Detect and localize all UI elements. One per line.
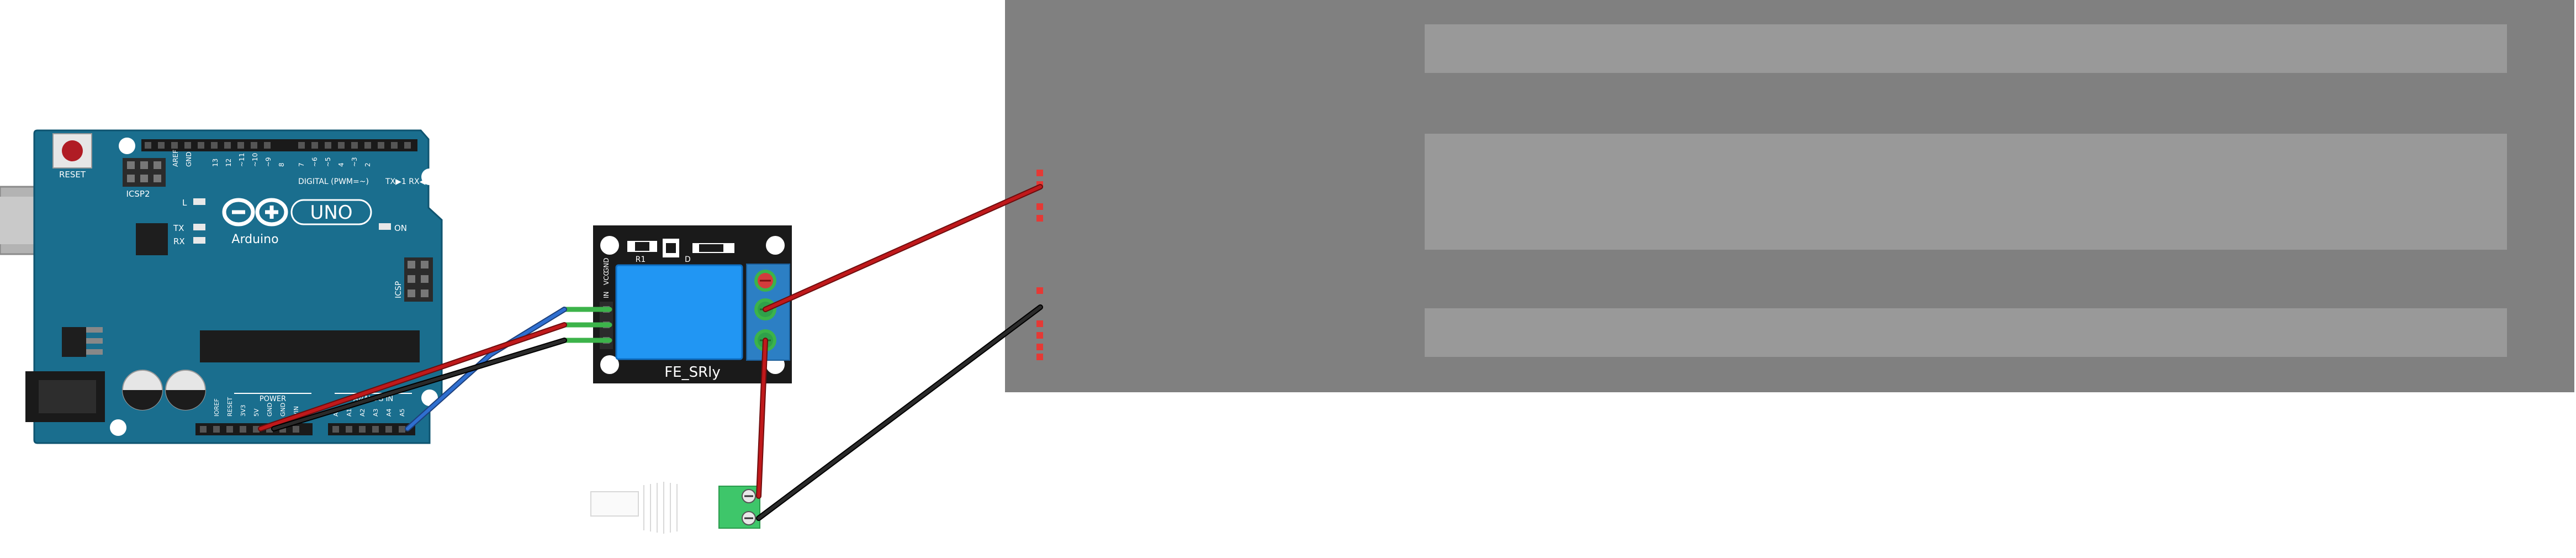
led-rx <box>193 237 205 244</box>
digital-label: DIGITAL (PWM=~) <box>298 177 369 186</box>
mounting-hole <box>600 236 619 255</box>
svg-text:4: 4 <box>337 162 345 167</box>
svg-text:~10: ~10 <box>251 153 259 167</box>
panel-stripe-top <box>1425 24 2507 73</box>
mounting-hole <box>119 138 135 154</box>
panel-stripe-bottom <box>1425 308 2507 357</box>
rx-label: RX <box>173 236 185 246</box>
uno-badge <box>290 199 372 225</box>
svg-text:RESET: RESET <box>226 397 234 417</box>
svg-text:~9: ~9 <box>265 157 272 167</box>
svg-text:A1: A1 <box>346 408 353 417</box>
arduino-uno-board[interactable]: RESET ICSP2 AREF GND 13 12 ~11 ~10 ~9 <box>0 129 443 444</box>
d-label: D <box>685 255 691 264</box>
power-label: POWER <box>260 395 286 403</box>
digital-header <box>141 139 417 151</box>
icsp-header <box>404 257 433 302</box>
reset-label: RESET <box>59 170 86 180</box>
panel-connector-lower[interactable] <box>1036 287 1043 360</box>
r1-label: R1 <box>636 255 646 264</box>
voltage-regulator <box>62 327 103 357</box>
svg-text:A5: A5 <box>399 408 406 417</box>
reset-button[interactable] <box>52 133 92 169</box>
mounting-hole <box>766 236 785 255</box>
mounting-hole <box>600 355 619 374</box>
icsp2-label: ICSP2 <box>126 189 150 199</box>
power-pin-labels: IOREF RESET 3V3 5V GND GND VIN <box>213 397 300 417</box>
svg-text:~6: ~6 <box>311 157 319 167</box>
svg-text:13: 13 <box>211 159 219 167</box>
wire-5v[interactable] <box>259 323 566 430</box>
tx-label: TX <box>173 223 184 233</box>
wire-signal[interactable] <box>406 308 566 430</box>
svg-text:A2: A2 <box>359 408 366 417</box>
relay-module[interactable]: R1 D IN VCC GND FE_SRly <box>593 225 792 383</box>
svg-text:~11: ~11 <box>238 153 246 167</box>
analog-header <box>328 423 415 435</box>
wire-gnd[interactable] <box>272 339 566 430</box>
relay-screw-terminal[interactable] <box>746 264 790 361</box>
relay-label: FE_SRly <box>664 364 721 381</box>
wire-terminal-to-panel[interactable] <box>757 306 1042 520</box>
wire-relay-to-panel[interactable] <box>764 185 1042 311</box>
svg-text:3V3: 3V3 <box>240 404 247 417</box>
relay-pin-label-in: IN <box>602 291 610 298</box>
capacitor <box>122 370 163 410</box>
digital-pin-labels: AREF GND 13 12 ~11 ~10 ~9 8 7 ~6 ~5 4 ~3… <box>172 150 372 167</box>
relay-pin-label-gnd: GND <box>602 257 610 273</box>
arduino-logo-icon <box>222 198 288 227</box>
arduino-brand-label: Arduino <box>231 233 278 246</box>
faint-component <box>590 482 678 534</box>
uno-label: UNO <box>310 202 352 224</box>
wires <box>258 184 1043 521</box>
wire-relay-to-terminal[interactable] <box>757 339 767 498</box>
usb-chip <box>136 223 168 255</box>
grey-panel <box>1005 0 2574 392</box>
l-label: L <box>182 198 187 208</box>
icsp-label: ICSP <box>394 281 403 298</box>
svg-text:7: 7 <box>298 162 305 167</box>
svg-text:8: 8 <box>278 162 285 167</box>
svg-text:GND: GND <box>279 403 287 417</box>
txrx-label: TX▶1 RX◀0 <box>385 177 430 186</box>
on-label: ON <box>394 223 407 233</box>
svg-text:AREF: AREF <box>172 150 179 167</box>
panel-stripe-middle <box>1425 134 2507 250</box>
svg-text:~3: ~3 <box>351 157 358 167</box>
icsp2-header <box>123 158 166 187</box>
mounting-hole <box>421 169 438 185</box>
svg-text:GND: GND <box>266 403 273 417</box>
led-tx <box>193 224 205 230</box>
atmega-chip <box>200 330 420 362</box>
svg-text:5V: 5V <box>253 408 260 417</box>
svg-text:2: 2 <box>364 162 372 167</box>
led-l <box>193 198 205 205</box>
svg-text:~5: ~5 <box>324 157 332 167</box>
svg-text:IOREF: IOREF <box>213 398 220 417</box>
led-on <box>379 223 391 230</box>
svg-text:GND: GND <box>185 151 193 167</box>
power-terminal-block[interactable] <box>718 486 760 529</box>
capacitor <box>165 370 206 410</box>
svg-text:A3: A3 <box>372 408 379 417</box>
svg-text:A4: A4 <box>385 408 393 417</box>
mounting-hole <box>110 419 126 436</box>
relay-pin-label-vcc: VCC <box>602 271 610 285</box>
relay-body <box>615 264 743 360</box>
svg-text:12: 12 <box>225 159 232 167</box>
